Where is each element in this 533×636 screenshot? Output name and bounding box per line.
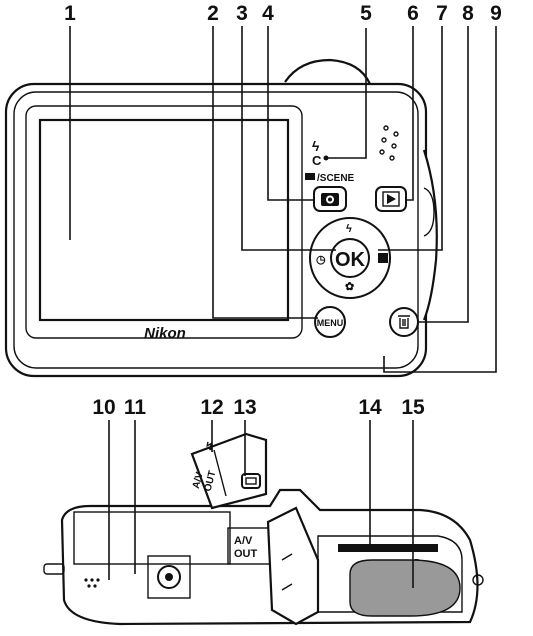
callout-9: 9: [490, 2, 502, 25]
svg-text:/SCENE: /SCENE: [317, 173, 355, 184]
inset-av-label: A/V OUT: [191, 470, 219, 493]
callout-4: 4: [262, 2, 274, 25]
brand-logo: Nikon: [144, 325, 186, 342]
callout-15: 15: [401, 396, 425, 419]
usb-symbol: ↯: [205, 441, 214, 453]
flash-lamp-symbol: ϟ: [312, 138, 320, 154]
svg-text:OUT: OUT: [203, 470, 219, 493]
callout-13: 13: [233, 396, 256, 419]
flash-mode-icon: ϟ: [346, 223, 352, 235]
callout-8: 8: [462, 2, 474, 25]
callout-1: 1: [64, 2, 76, 25]
memory-card-slot: [338, 544, 438, 552]
menu-button[interactable]: MENU: [314, 306, 346, 338]
callout-7: 7: [436, 2, 448, 25]
av-out-label: A/V OUT: [227, 527, 271, 565]
callout-12: 12: [200, 396, 223, 419]
svg-text:A/V: A/V: [234, 535, 253, 547]
tripod-socket: [147, 555, 191, 599]
camera-back-view: Nikon ϟ C /SCENE: [4, 58, 438, 378]
svg-text:MENU: MENU: [317, 318, 344, 328]
battery-chamber: D↑: [317, 535, 463, 617]
delete-button[interactable]: [389, 307, 419, 337]
usb-av-connector: [241, 473, 261, 489]
callout-14: 14: [358, 396, 382, 419]
svg-text:OUT: OUT: [234, 548, 258, 560]
ok-button[interactable]: OK: [330, 238, 370, 278]
connector-cover-inset: A/V OUT ↯: [190, 432, 268, 510]
battery: [349, 559, 461, 617]
callout-3: 3: [236, 2, 248, 25]
monitor: [38, 118, 290, 322]
flash-lamp-c-label: C: [312, 153, 322, 168]
self-timer-icon: ◷: [316, 254, 326, 266]
svg-text:A/V: A/V: [191, 471, 206, 490]
leader-lines: [69, 26, 497, 588]
speaker-grille: [379, 125, 399, 161]
exposure-compensation-icon: [378, 253, 388, 263]
trash-icon: [398, 315, 410, 329]
microphone: [84, 578, 100, 588]
callout-11: 11: [124, 396, 147, 419]
callout-5: 5: [360, 2, 372, 25]
camera-bottom-view: A/V OUT D↑: [43, 488, 484, 626]
macro-mode-icon: ✿: [345, 281, 354, 293]
shooting-mode-button[interactable]: [313, 186, 347, 212]
callout-10: 10: [92, 396, 115, 419]
callout-numbers: 1 2 3 4 5 6 7 8 9 10 11 12 13 14 15: [64, 2, 502, 419]
callout-6: 6: [407, 2, 419, 25]
monitor-frame: [25, 105, 303, 339]
playback-button[interactable]: [375, 186, 407, 212]
play-icon: [387, 194, 396, 204]
callout-2: 2: [207, 2, 219, 25]
mode-label: /SCENE: [305, 173, 355, 184]
svg-text:OK: OK: [335, 249, 366, 271]
